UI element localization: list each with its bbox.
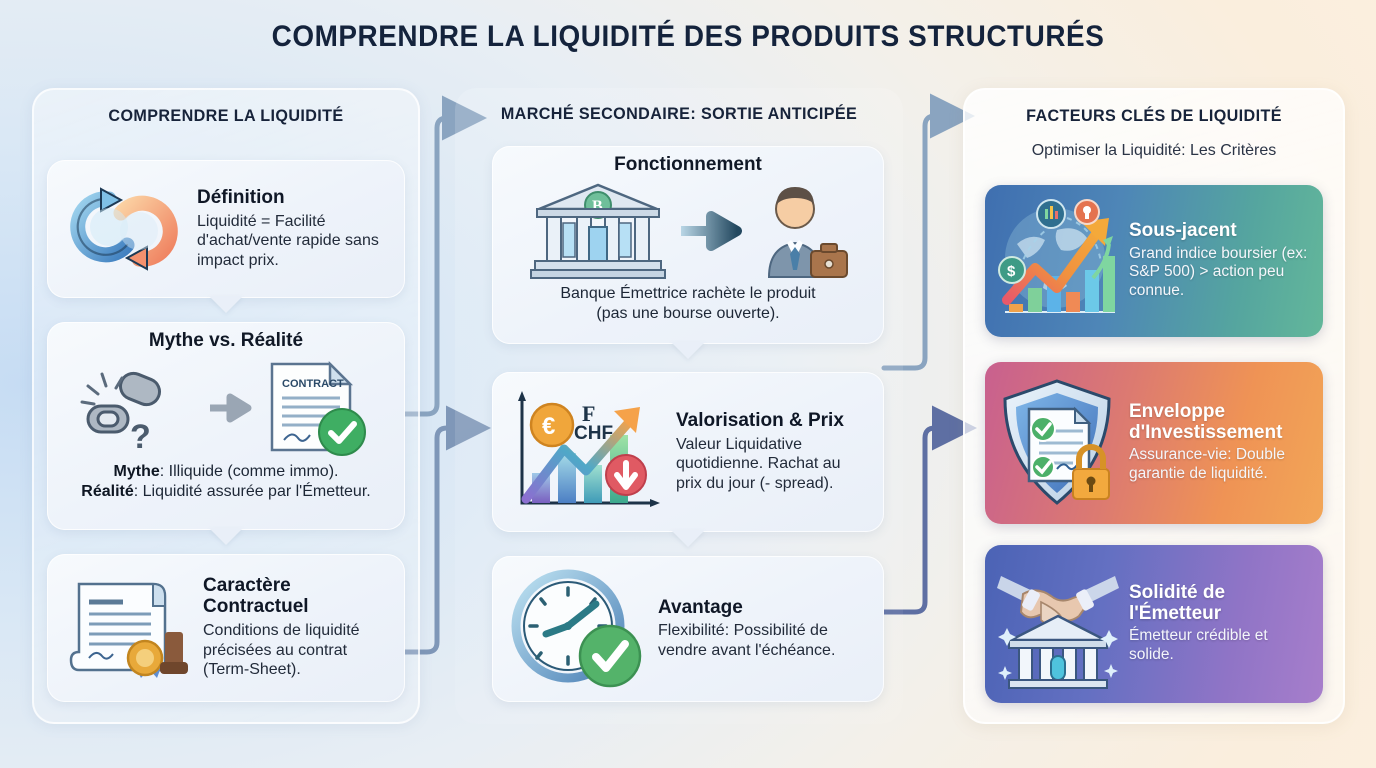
chf-symbol: CHF bbox=[574, 423, 613, 444]
panel-subheading-right: Optimiser la Liquidité: Les Critères bbox=[1031, 142, 1277, 159]
card-caption: Banque Émettrice rachète le produit (pas… bbox=[506, 284, 870, 324]
caption-line-1: Banque Émettrice rachète le produit bbox=[560, 285, 816, 302]
card-title: Mythe vs. Réalité bbox=[148, 330, 304, 351]
card-caption: Mythe: Illiquide (comme immo). Réalité: … bbox=[61, 462, 391, 502]
broken-chain-contract-icon: ? bbox=[80, 371, 161, 456]
svg-text:$: $ bbox=[1007, 263, 1016, 280]
card-tail bbox=[671, 530, 705, 547]
panel-heading-middle: MARCHÉ SECONDAIRE: SORTIE ANTICIPÉE bbox=[500, 104, 858, 123]
clock-check-icon bbox=[506, 566, 648, 692]
circular-arrows-icon bbox=[61, 173, 187, 285]
euro-symbol: € bbox=[542, 413, 555, 440]
contract-seal-stamp-icon bbox=[61, 566, 193, 690]
card-definition[interactable]: Définition Liquidité = Facilité d'achat/… bbox=[47, 160, 405, 313]
contract-check-icon: CONTRACT bbox=[270, 360, 366, 456]
card-sous-jacent[interactable]: $ Sous-jacent Grand indice boursier (ex:… bbox=[985, 185, 1323, 337]
card-valorisation-prix[interactable]: € F CHF Valorisation & Prix Valeur Liqui… bbox=[492, 372, 884, 547]
card-body: Grand indice boursier (ex: S&P 500) > ac… bbox=[1129, 244, 1308, 300]
card-body: Émetteur crédible et solide. bbox=[1129, 627, 1268, 664]
card-body: Flexibilité: Possibilité de vendre avant… bbox=[658, 622, 836, 659]
card-body: Valeur Liquidative quotidienne. Rachat a… bbox=[676, 435, 841, 492]
card-title: Avantage bbox=[658, 596, 743, 618]
card-solidite-emetteur[interactable]: Solidité de l'Émetteur Émetteur crédible… bbox=[985, 545, 1323, 703]
card-title: Fonctionnement bbox=[614, 154, 762, 175]
card-title: Solidité de l'Émetteur bbox=[1129, 581, 1226, 624]
card-body: Conditions de liquidité précisées au con… bbox=[203, 622, 360, 679]
card-body: Liquidité = Facilité d'achat/vente rapid… bbox=[197, 212, 379, 269]
globe-growth-chart-icon: $ bbox=[995, 195, 1121, 327]
svg-text:F: F bbox=[582, 401, 595, 426]
arrow-right-icon bbox=[681, 211, 742, 251]
contract-document-label: CONTRACT bbox=[282, 378, 344, 390]
card-mythe-vs-realite[interactable]: Mythe vs. Réalité ? CONTRA bbox=[47, 322, 405, 545]
panel-heading-left: COMPRENDRE LA LIQUIDITÉ bbox=[108, 106, 344, 125]
mythe-label: Mythe bbox=[113, 463, 160, 480]
arrow-right-icon bbox=[210, 393, 252, 423]
page-title: COMPRENDRE LA LIQUIDITÉ DES PRODUITS STR… bbox=[271, 20, 1105, 53]
card-caractere-contractuel[interactable]: Caractère Contractuel Conditions de liqu… bbox=[47, 554, 405, 702]
card-avantage[interactable]: Avantage Flexibilité: Possibilité de ven… bbox=[492, 556, 884, 702]
card-body: Assurance-vie: Double garantie de liquid… bbox=[1129, 446, 1285, 483]
card-tail bbox=[209, 296, 243, 313]
card-tail bbox=[671, 342, 705, 359]
realite-text: : Liquidité assurée par l'Émetteur. bbox=[133, 483, 371, 500]
mythe-text: : Illiquide (comme immo). bbox=[159, 463, 339, 480]
card-enveloppe-investissement[interactable]: Enveloppe d'Investissement Assurance-vie… bbox=[985, 362, 1323, 524]
growth-chart-currency-icon: € F CHF bbox=[506, 387, 666, 517]
card-fonctionnement[interactable]: Fonctionnement B bbox=[492, 146, 884, 359]
shield-lock-document-icon bbox=[995, 372, 1121, 514]
svg-text:?: ? bbox=[130, 418, 151, 456]
card-title: Valorisation & Prix bbox=[676, 409, 844, 431]
bank-to-investor-icon: B bbox=[506, 178, 870, 284]
panel-heading-right: FACTEURS CLÉS DE LIQUIDITÉ bbox=[1026, 106, 1282, 125]
card-title: Caractère Contractuel bbox=[203, 575, 309, 618]
caption-line-2: (pas une bourse ouverte). bbox=[596, 305, 780, 322]
card-tail bbox=[209, 528, 243, 545]
handshake-bank-icon bbox=[995, 555, 1121, 693]
card-title: Définition bbox=[197, 186, 285, 208]
card-title: Enveloppe d'Investissement bbox=[1129, 400, 1283, 443]
card-title: Sous-jacent bbox=[1129, 219, 1237, 241]
realite-label: Réalité bbox=[81, 483, 134, 500]
svg-text:B: B bbox=[592, 198, 603, 215]
